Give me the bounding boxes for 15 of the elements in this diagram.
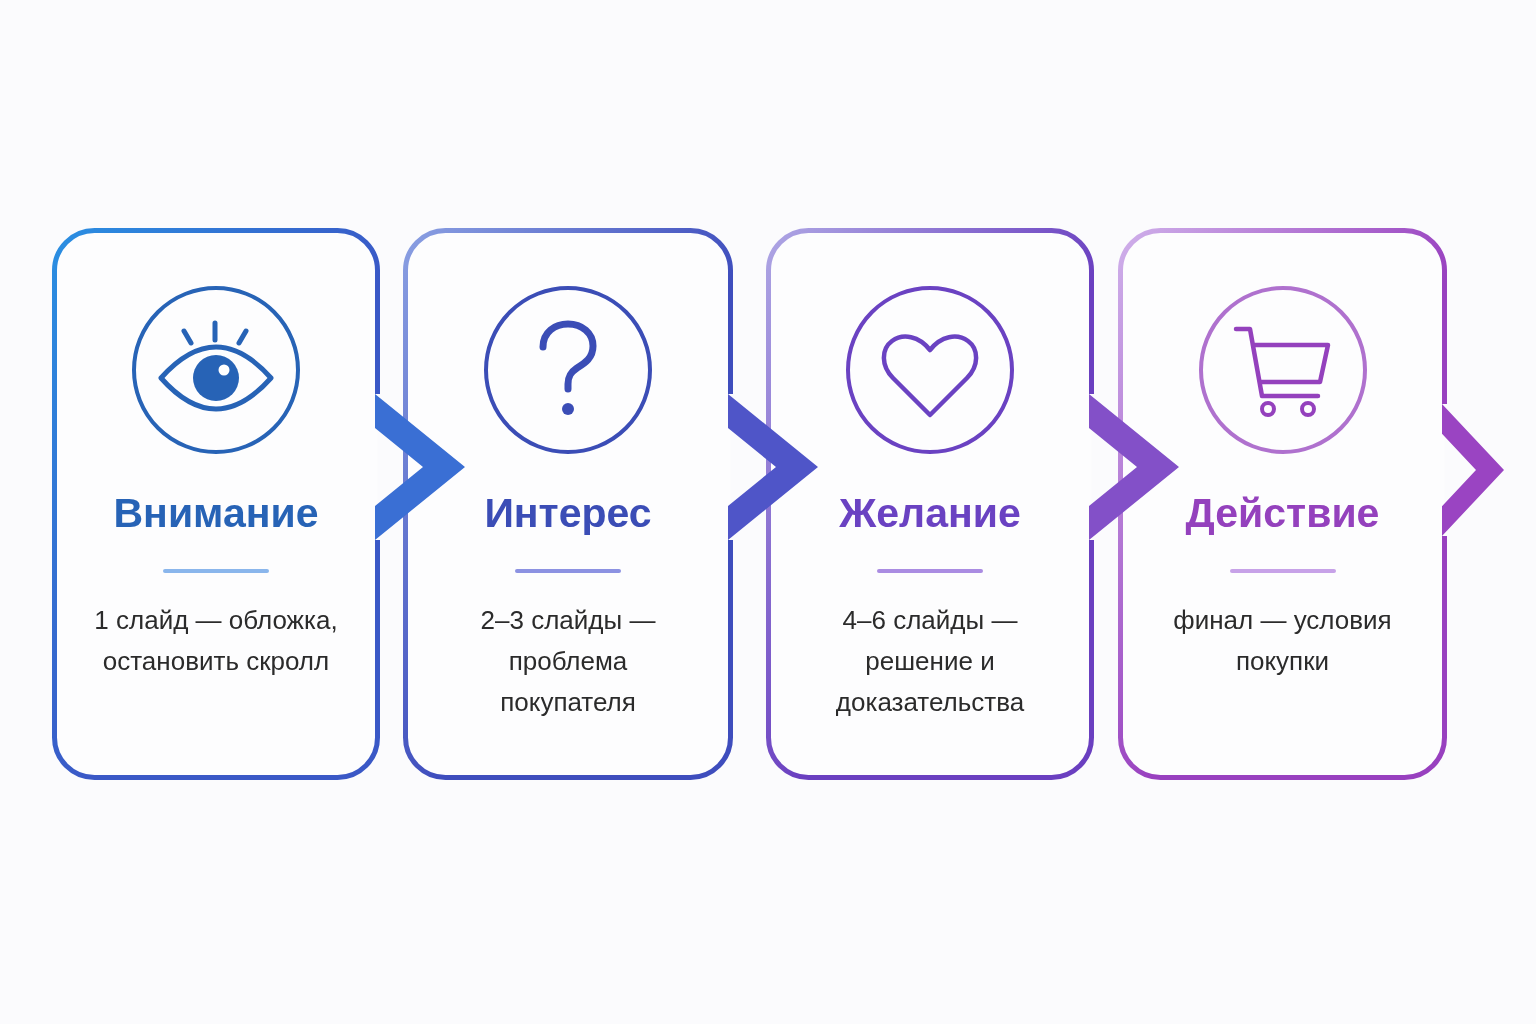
- stage-description: финал — условия покупки: [1172, 604, 1393, 678]
- stage-card: [766, 228, 1094, 780]
- chevron-arrow: [728, 394, 818, 540]
- stage-description: 1 слайд — обложка, остановить скролл: [93, 604, 339, 678]
- stage-title: Желание: [839, 489, 1021, 538]
- stage-description: 2–3 слайды — проблема покупателя: [479, 604, 657, 719]
- stage-title: Интерес: [484, 489, 652, 538]
- chevron-arrow: [1089, 394, 1179, 540]
- stage-title: Действие: [1185, 489, 1380, 538]
- stage-card: [403, 228, 733, 780]
- stage-card: [52, 228, 380, 780]
- stage-description: 4–6 слайды — решение и доказательства: [834, 604, 1026, 719]
- chevron-arrow: [1442, 404, 1504, 536]
- stage-title: Внимание: [113, 489, 319, 538]
- stage-card: [1118, 228, 1447, 780]
